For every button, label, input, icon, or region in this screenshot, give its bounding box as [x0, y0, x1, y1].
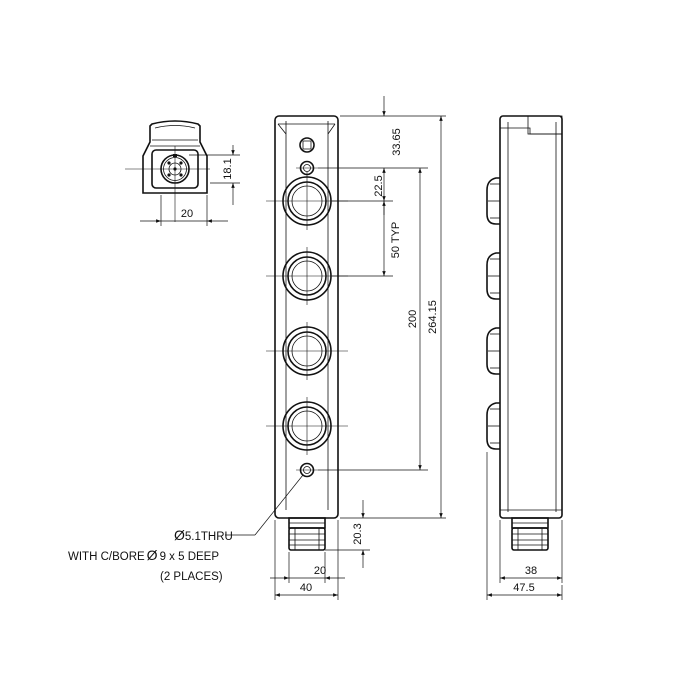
diameter-symbol-2: Ø [147, 547, 158, 563]
side-button-3-icon [486, 327, 500, 375]
dim-front-body-width: 40 [300, 582, 312, 594]
dim-connector-pin-height: 18.1 [222, 158, 234, 179]
dim-front-connector-width: 20 [314, 565, 326, 577]
side-view: 38 47.5 [486, 115, 563, 600]
note-places: (2 PLACES) [160, 571, 223, 583]
dim-bottom-offset: 20.3 [352, 523, 364, 544]
dim-first-spacing: 22.5 [373, 175, 385, 196]
front-view [225, 115, 348, 551]
note-cbore: 9 x 5 DEEP [160, 551, 220, 563]
note-thru: 5.1THRU [185, 531, 233, 543]
dim-hole-span: 200 [407, 310, 419, 328]
note-diameter-thru: Ø5.1THRU [174, 527, 233, 543]
dim-overall-length: 264.15 [427, 300, 439, 334]
top-connector-icon [299, 137, 315, 153]
note-cbore-prefix: WITH C/BORE [68, 551, 145, 563]
end-view: 18.1 20 [125, 120, 240, 226]
side-button-1-icon [486, 177, 500, 225]
side-button-2-icon [486, 252, 500, 300]
side-connector-icon [511, 517, 549, 551]
bottom-connector-icon [288, 517, 326, 551]
front-dimensions: 33.65 22.5 50 TYP 200 264.15 20.3 20 [270, 96, 446, 600]
side-button-4-icon [486, 402, 500, 450]
dim-connector-width: 20 [181, 208, 193, 220]
dim-side-body-width: 47.5 [513, 582, 534, 594]
diameter-symbol: Ø [174, 527, 185, 543]
dim-typical-spacing: 50 TYP [390, 222, 402, 259]
dim-side-connector-width: 38 [525, 565, 537, 577]
dim-top-offset: 33.65 [391, 128, 403, 156]
